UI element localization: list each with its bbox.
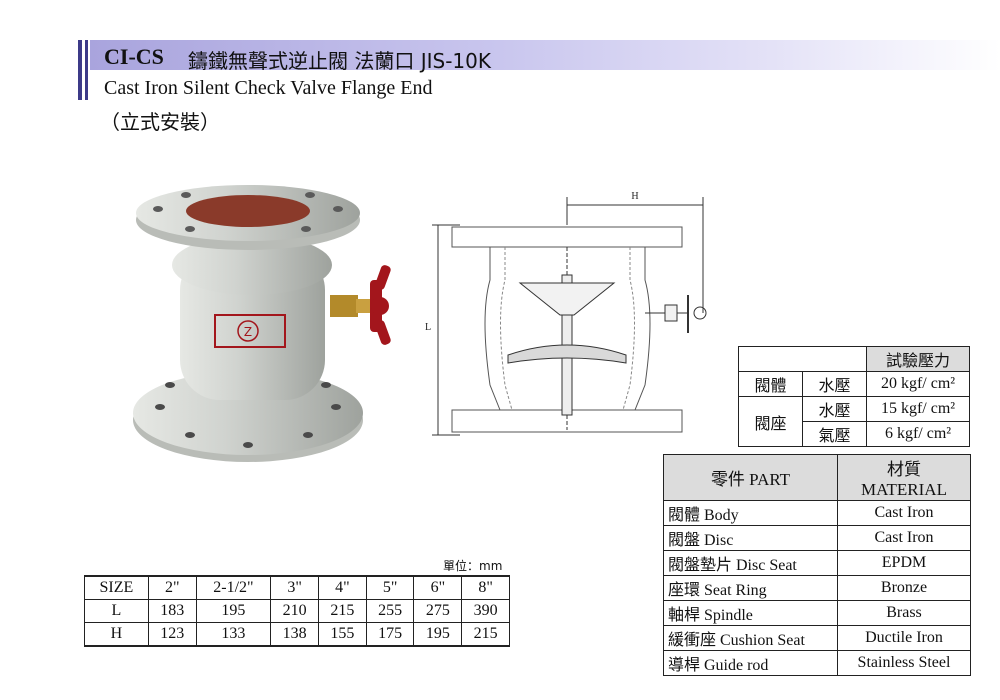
dimension-h-label: H [631, 191, 638, 202]
table-row: L 183 195 210 215 255 275 390 [84, 599, 510, 623]
dimension-l-label: L [425, 322, 431, 333]
size-dimension-table: SIZE 2" 2-1/2" 3" 4" 5" 6" 8" L 183 195 … [84, 575, 510, 647]
header-accent-line [85, 40, 88, 100]
table-row: 氣壓 6 kgf/ cm² [739, 421, 970, 447]
table-row: 閥座 水壓 15 kgf/ cm² [738, 396, 970, 447]
product-title-zh: 鑄鐵無聲式逆止閥 法蘭口 JIS-10K [188, 49, 491, 73]
header-gradient [90, 40, 1000, 70]
product-code: CI-CS [104, 44, 164, 69]
empty-cell [738, 346, 867, 372]
product-title-en: Cast Iron Silent Check Valve Flange End [104, 77, 433, 99]
material-column-header: 材質 MATERIAL [837, 454, 971, 501]
test-pressure-table: 試驗壓力 閥體 水壓 20 kgf/ cm² 閥座 水壓 15 kgf/ cm²… [738, 346, 970, 447]
valve-photo: Z [133, 185, 391, 462]
test-pressure-header: 試驗壓力 [866, 346, 970, 372]
photo-badge: Z [244, 325, 252, 339]
table-row: 閥體 水壓 20 kgf/ cm² [738, 371, 970, 397]
table-header-row: SIZE 2" 2-1/2" 3" 4" 5" 6" 8" [84, 575, 510, 600]
header-accent-line [78, 40, 82, 100]
installation-note: （立式安裝） [100, 110, 220, 134]
cross-section-drawing: H L [425, 191, 707, 436]
unit-label: 單位：mm [443, 559, 503, 573]
table-row: H 123 133 138 155 175 195 215 [84, 622, 510, 647]
part-column-header: 零件 PART [663, 454, 838, 501]
header-bar [78, 40, 1000, 100]
